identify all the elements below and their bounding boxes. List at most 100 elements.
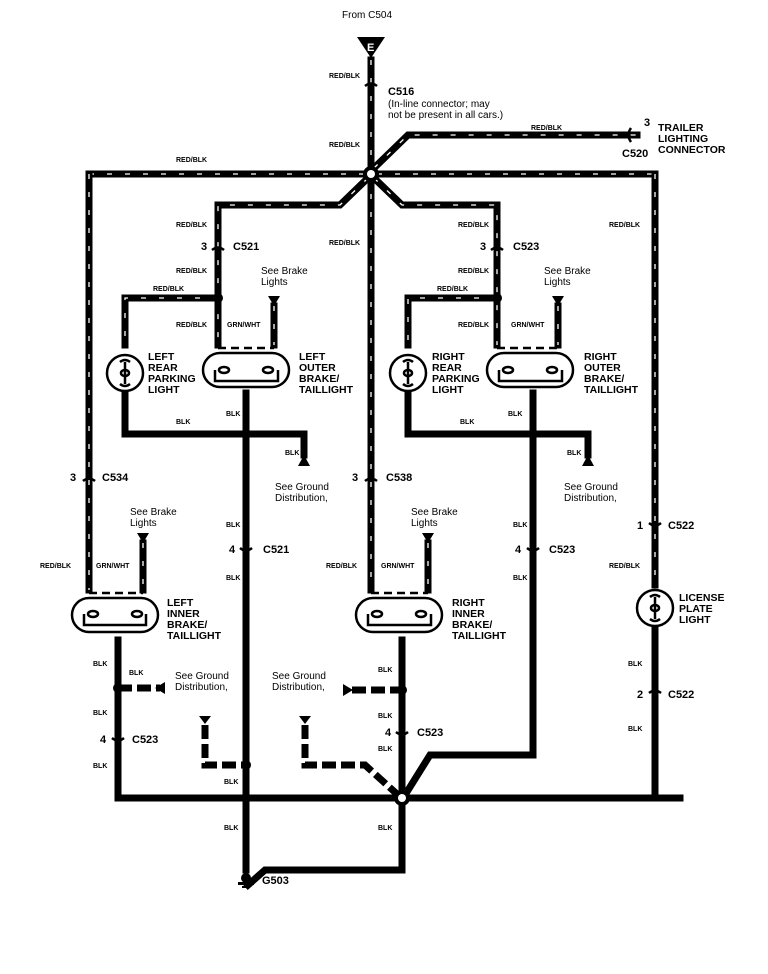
ri-1: RIGHT xyxy=(452,597,485,609)
svg-text:RED/BLK: RED/BLK xyxy=(458,268,489,275)
c523-top-pin: 3 xyxy=(480,241,486,253)
ground-arrow-sub-left xyxy=(199,716,211,724)
svg-text:BLK: BLK xyxy=(176,419,190,426)
c534-label: C534 xyxy=(102,472,129,484)
svg-text:BLK: BLK xyxy=(129,670,143,677)
splice-right-inner-ground xyxy=(397,685,407,695)
ro-3: BRAKE/ xyxy=(584,373,624,385)
wire-color-labels: RED/BLK RED/BLK RED/BLK RED/BLK RED/BLK … xyxy=(40,73,642,832)
c523-top-label: C523 xyxy=(513,241,539,253)
svg-text:RED/BLK: RED/BLK xyxy=(437,286,468,293)
svg-text:BLK: BLK xyxy=(224,779,238,786)
ground-note-r-2: Distribution, xyxy=(564,493,617,504)
li-3: BRAKE/ xyxy=(167,619,207,631)
ground-label: G503 xyxy=(262,875,289,887)
c522-bottom-pin: 2 xyxy=(637,689,643,701)
c523-right-pin: 4 xyxy=(515,544,522,556)
left-rear-parking-light xyxy=(105,353,145,393)
c521-top-pin: 3 xyxy=(201,241,207,253)
red-blk-wires xyxy=(85,56,659,594)
svg-text:BLK: BLK xyxy=(567,450,581,457)
c523-right-label: C523 xyxy=(549,544,575,556)
arrow-brake-left-outer xyxy=(268,296,280,306)
lp-3: LIGHT xyxy=(679,614,711,626)
svg-text:BLK: BLK xyxy=(378,746,392,753)
right-inner-brake-taillight xyxy=(354,591,444,634)
svg-text:BLK: BLK xyxy=(628,661,642,668)
c520-pin: 3 xyxy=(644,117,650,129)
svg-text:BLK: BLK xyxy=(378,825,392,832)
lrp-2: REAR xyxy=(148,362,178,374)
brake-note-lo-2: Lights xyxy=(261,277,288,288)
c522-bottom-label: C522 xyxy=(668,689,694,701)
trailer-label-3: CONNECTOR xyxy=(658,144,726,156)
license-plate-light xyxy=(635,588,675,628)
ground-note-ri-2: Distribution, xyxy=(272,682,325,693)
lo-4: TAILLIGHT xyxy=(299,384,354,396)
arrow-brake-left-inner xyxy=(137,533,149,543)
left-inner-brake-taillight xyxy=(70,591,160,634)
lrp-4: LIGHT xyxy=(148,384,180,396)
splice-right-ground xyxy=(528,429,538,439)
svg-text:RED/BLK: RED/BLK xyxy=(531,125,562,132)
li-4: TAILLIGHT xyxy=(167,630,222,642)
c523-left-pin: 4 xyxy=(100,734,107,746)
lrp-3: PARKING xyxy=(148,373,196,385)
svg-text:RED/BLK: RED/BLK xyxy=(326,563,357,570)
c521-bottom-pin: 4 xyxy=(229,544,236,556)
svg-text:RED/BLK: RED/BLK xyxy=(329,142,360,149)
lo-1: LEFT xyxy=(299,351,326,363)
splice-left-outer xyxy=(213,293,223,303)
left-outer-brake-taillight xyxy=(201,346,291,389)
svg-text:RED/BLK: RED/BLK xyxy=(458,322,489,329)
lp-2: PLATE xyxy=(679,603,713,615)
rrp-1: RIGHT xyxy=(432,351,465,363)
c520-label: C520 xyxy=(622,148,648,160)
brake-note-lo-1: See Brake xyxy=(261,266,308,277)
svg-text:BLK: BLK xyxy=(378,713,392,720)
svg-text:RED/BLK: RED/BLK xyxy=(176,157,207,164)
c534-pin: 3 xyxy=(70,472,76,484)
c522-top-label: C522 xyxy=(668,520,694,532)
svg-text:RED/BLK: RED/BLK xyxy=(176,222,207,229)
svg-text:RED/BLK: RED/BLK xyxy=(609,563,640,570)
svg-text:RED/BLK: RED/BLK xyxy=(153,286,184,293)
trailer-label-1: TRAILER xyxy=(658,122,704,134)
c516-label: C516 xyxy=(388,86,414,98)
svg-text:RED/BLK: RED/BLK xyxy=(458,222,489,229)
svg-text:BLK: BLK xyxy=(93,710,107,717)
c538-label: C538 xyxy=(386,472,412,484)
svg-text:BLK: BLK xyxy=(513,522,527,529)
svg-text:GRN/WHT: GRN/WHT xyxy=(227,322,261,329)
svg-text:BLK: BLK xyxy=(226,522,240,529)
svg-text:BLK: BLK xyxy=(285,450,299,457)
ground-arrow-left xyxy=(298,455,310,466)
li-1: LEFT xyxy=(167,597,194,609)
rrp-4: LIGHT xyxy=(432,384,464,396)
lrp-1: LEFT xyxy=(148,351,175,363)
splice-left-ground xyxy=(241,429,251,439)
svg-text:GRN/WHT: GRN/WHT xyxy=(381,563,415,570)
ground-arrow-right-inner xyxy=(343,684,353,696)
ground-note-li-1: See Ground xyxy=(175,671,229,682)
trailer-label-2: LIGHTING xyxy=(658,133,708,145)
svg-text:BLK: BLK xyxy=(93,661,107,668)
svg-text:RED/BLK: RED/BLK xyxy=(40,563,71,570)
svg-text:GRN/WHT: GRN/WHT xyxy=(96,563,130,570)
svg-text:GRN/WHT: GRN/WHT xyxy=(511,322,545,329)
power-terminal-e: E xyxy=(357,37,385,58)
ground-note-l-1: See Ground xyxy=(275,482,329,493)
splice-left-inner-ground xyxy=(113,683,123,693)
terminal-label: E xyxy=(367,42,374,54)
svg-text:RED/BLK: RED/BLK xyxy=(329,73,360,80)
arrow-brake-right-inner xyxy=(422,533,434,543)
svg-text:RED/BLK: RED/BLK xyxy=(329,240,360,247)
svg-text:BLK: BLK xyxy=(93,763,107,770)
lo-3: BRAKE/ xyxy=(299,373,339,385)
li-2: INNER xyxy=(167,608,200,620)
right-rear-parking-light xyxy=(388,353,428,393)
svg-text:BLK: BLK xyxy=(628,726,642,733)
brake-note-li-2: Lights xyxy=(130,518,157,529)
c523-center-pin: 4 xyxy=(385,727,392,739)
